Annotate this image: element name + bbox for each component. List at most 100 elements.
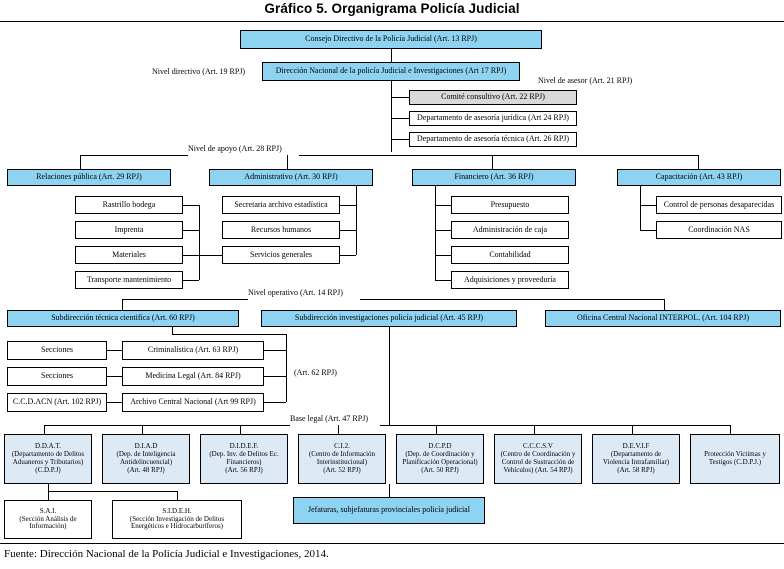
box-imprenta[interactable]: Imprenta <box>75 221 183 239</box>
investigaciones-trunk <box>389 327 390 425</box>
label-nivel-asesor: Nivel de asesor (Art. 21 RPJ) <box>538 76 633 85</box>
box-asesoria-tecnica[interactable]: Departamento de asesoría técnica (Art. 2… <box>409 132 577 147</box>
box-rastrillo-bodega[interactable]: Rastrillo bodega <box>75 196 183 214</box>
box-financiero[interactable]: Financiero (Art. 36 RPJ) <box>412 169 576 186</box>
administrativo-tap-3 <box>340 255 356 256</box>
capacitacion-tap-1 <box>640 205 656 206</box>
dept-line-3: (C.D.P.J) <box>35 465 61 474</box>
seccion-line-2: Energéticos e Hidrocarburíferos) <box>131 522 223 531</box>
baselegal-bus-left <box>44 425 290 426</box>
dept-line-1: (Centro de Coordinación y <box>500 450 576 459</box>
dept-line-2: Interinstitucional) <box>316 458 368 466</box>
dept-line-2: Planificación Operacional) <box>402 458 478 466</box>
dept-acronym: D.I.D.E.F. <box>229 442 259 451</box>
connector-asesor-3 <box>391 139 409 140</box>
box-recursos-humanos[interactable]: Recursos humanos <box>222 221 340 239</box>
box-secciones-2[interactable]: Secciones <box>7 367 107 386</box>
box-adquisiciones-proveeduria[interactable]: Adquisiciones y proveeduría <box>451 271 569 289</box>
label-base-legal: Base legal (Art. 47 RPJ) <box>290 414 368 423</box>
box-departamento-dcpd[interactable]: D.C.P.D (Dep. de Coordinación y Planific… <box>396 434 484 484</box>
dept-line-1: (Departamento de Delitos <box>11 450 85 459</box>
box-seccion-sideh[interactable]: S.I.D.E.H. (Sección Investigación de Del… <box>112 500 242 539</box>
dept-line-3: (Art. 58 RPJ) <box>617 465 655 474</box>
box-relaciones-publica[interactable]: Relaciones pública (Art. 29 RPJ) <box>7 169 171 186</box>
baselegal-drop-4 <box>338 425 339 434</box>
operativo-drop-3 <box>664 299 665 310</box>
box-control-personas-desaparecidas[interactable]: Control de personas desaparecidas <box>656 196 782 214</box>
secciones-bus <box>48 491 177 492</box>
box-jefaturas-provinciales[interactable]: Jefaturas, subjefaturas provinciales pol… <box>293 497 485 524</box>
apoyo-drop-2 <box>287 155 288 169</box>
tecnica-spine <box>286 334 287 402</box>
dept-line-2: Aduaneros y Tributarios) <box>12 458 84 466</box>
box-servicios-generales[interactable]: Servicios generales <box>222 246 340 264</box>
seccion-acronym: S.I.D.E.H. <box>162 506 192 515</box>
box-seccion-sai[interactable]: S.A.I. (Sección Análisis de Información) <box>4 500 92 539</box>
box-materiales[interactable]: Materiales <box>75 246 183 264</box>
dept-acronym: D.I.A.D <box>134 442 158 451</box>
dept-line-2: Violencia Intrafamiliar) <box>602 458 670 466</box>
baselegal-drop-3 <box>240 425 241 434</box>
secciones-drop-1 <box>48 491 49 500</box>
financiero-tap-1 <box>435 205 451 206</box>
financiero-tap-2 <box>435 230 451 231</box>
connector-consejo-direccion <box>391 49 392 62</box>
capacitacion-spine <box>640 186 641 230</box>
apoyo-drop-3 <box>492 155 493 169</box>
box-departamento-devif[interactable]: D.E.V.I.F (Departamento de Violencia Int… <box>592 434 680 484</box>
baselegal-drop-2 <box>142 425 143 434</box>
box-coordinacion-nas[interactable]: Coordinación NAS <box>656 221 782 239</box>
box-departamento-didef[interactable]: D.I.D.E.F. (Dep. Inv. de Delitos Ec. Fin… <box>200 434 288 484</box>
label-art-62: (Art. 62 RPJ) <box>294 368 337 377</box>
box-medicina-legal[interactable]: Medicina Legal (Art. 84 RPJ) <box>122 367 264 386</box>
baselegal-bus-right <box>380 425 730 426</box>
seccion-line-1: (Sección Análisis de <box>19 514 77 523</box>
baselegal-drop-8 <box>730 425 731 434</box>
box-secretaria-archivo[interactable]: Secretaria archivo estadística <box>222 196 340 214</box>
dept-line-1: (Centro de Información <box>308 450 376 459</box>
apoyo-drop-1 <box>80 155 81 169</box>
box-presupuesto[interactable]: Presupuesto <box>451 196 569 214</box>
secciones-riser <box>48 484 49 491</box>
label-nivel-apoyo: Nivel de apoyo (Art. 28 RPJ) <box>188 144 282 153</box>
box-direccion-nacional[interactable]: Dirección Nacional de la policía Judicia… <box>262 62 520 81</box>
box-departamento-cccsv[interactable]: C.C.C.S.V (Centro de Coordinación y Cont… <box>494 434 582 484</box>
tecnica-tap-3 <box>264 402 286 403</box>
box-asesoria-juridica[interactable]: Departamento de asesoría jurídica (Art 2… <box>409 111 577 126</box>
dept-line-3: (Art. 50 RPJ) <box>421 465 459 474</box>
box-subdireccion-investigaciones[interactable]: Subdirección investigaciones policía jud… <box>261 310 517 327</box>
box-subdireccion-tecnica-cientifica[interactable]: Subdirección técnica cientifica (Art. 60… <box>7 310 239 327</box>
dept-line-3: (Art. 56 RPJ) <box>225 465 263 474</box>
dept-acronym: D.D.A.T. <box>35 442 61 451</box>
box-secciones-1[interactable]: Secciones <box>7 341 107 360</box>
operativo-bus-right <box>360 299 664 300</box>
box-contabilidad[interactable]: Contabilidad <box>451 246 569 264</box>
box-administrativo[interactable]: Administrativo (Art. 30 RPJ) <box>209 169 373 186</box>
apoyo-bus-right <box>299 155 698 156</box>
box-departamento-diad[interactable]: D.I.A.D (Dep. de Inteligencia Antidelinc… <box>102 434 190 484</box>
top-divider <box>0 21 784 22</box>
box-archivo-central-nacional[interactable]: Archivo Central Nacional (Art 99 RPJ) <box>122 393 264 412</box>
box-comite-consultivo[interactable]: Comité consultivo (Art. 22 RPJ) <box>409 90 577 105</box>
relaciones-spine <box>199 205 200 280</box>
box-administracion-caja[interactable]: Administración de caja <box>451 221 569 239</box>
box-interpol[interactable]: Oficina Central Nacional INTERPOL. (Art.… <box>545 310 781 327</box>
box-departamento-ddat[interactable]: D.D.A.T. (Departamento de Delitos Aduane… <box>4 434 92 484</box>
relaciones-tap-1 <box>183 205 199 206</box>
baselegal-drop-7 <box>632 425 633 434</box>
financiero-tap-3 <box>435 255 451 256</box>
box-capacitacion[interactable]: Capacitación (Art. 43 RPJ) <box>617 169 781 186</box>
dept-acronym: D.E.V.I.F <box>622 442 650 451</box>
operativo-bus-left <box>122 299 248 300</box>
baselegal-drop-1 <box>44 425 45 434</box>
dept-acronym: D.C.P.D <box>428 442 452 451</box>
box-ccdacn[interactable]: C.C.D.ACN (Art. 102 RPJ) <box>7 393 107 412</box>
box-criminalistica[interactable]: Criminalística (Art. 63 RPJ) <box>122 341 264 360</box>
box-transporte-mantenimiento[interactable]: Transporte mantenimiento <box>75 271 183 289</box>
administrativo-spine <box>356 186 357 255</box>
box-proteccion-victimas-testigos[interactable]: Protección Victimas y Testigos (C.D.P.J.… <box>690 434 780 484</box>
box-consejo-directivo[interactable]: Consejo Directivo de la Policía Judicial… <box>240 30 542 49</box>
dept-line-1: (Dep. Inv. de Delitos Ec. <box>209 450 279 459</box>
box-departamento-ci2[interactable]: C.I.2. (Centro de Información Interinsti… <box>298 434 386 484</box>
seccion-line-2: Información) <box>29 522 67 531</box>
